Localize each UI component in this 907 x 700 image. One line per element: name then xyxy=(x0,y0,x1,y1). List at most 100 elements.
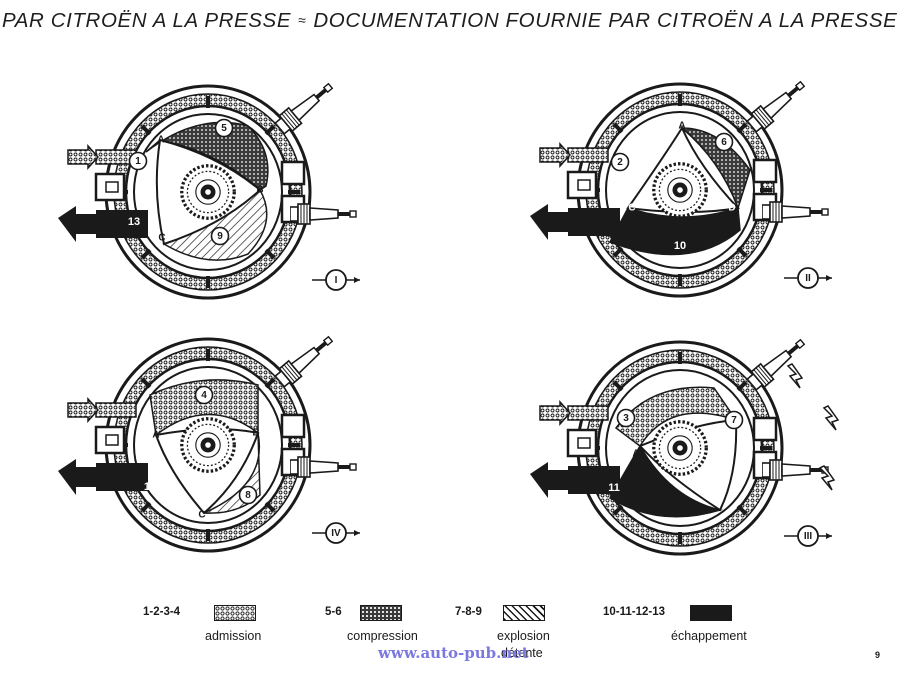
arrow-right-icon xyxy=(826,275,832,281)
step-indicator: III xyxy=(784,525,832,547)
header-left-text: PAR CITROËN A LA PRESSE xyxy=(2,9,292,32)
header-separator: ≈ xyxy=(298,12,307,28)
chamber-number-1: 1 xyxy=(128,151,148,171)
legend-numbers: 10-11-12-13 xyxy=(603,606,666,618)
gear-icon xyxy=(652,162,708,218)
area-number-11: 11 xyxy=(608,482,620,494)
plug-housing-upper xyxy=(752,416,778,442)
chamber-number-1-label: 1 xyxy=(135,156,141,167)
exhaust-port xyxy=(96,463,148,491)
arrow-right-icon xyxy=(354,277,360,283)
spark-plug-lower-icon xyxy=(762,201,829,223)
chamber-number-8: 8 xyxy=(238,485,258,505)
legend-label: compression xyxy=(347,629,418,643)
step-indicator: IV xyxy=(312,522,360,544)
intake-port xyxy=(567,147,609,163)
gear-icon xyxy=(180,164,236,220)
phase-fill-1 xyxy=(608,206,741,256)
phase-fill-0 xyxy=(614,386,738,448)
exhaust-port xyxy=(568,208,620,236)
legend-swatch-dots xyxy=(214,605,256,621)
spark-plug-lower-icon xyxy=(290,203,357,225)
apex-label-A: A xyxy=(152,430,159,441)
page-number: 9 xyxy=(875,650,881,660)
spark-plug-upper-icon xyxy=(744,333,810,393)
chamber-number-5-label: 5 xyxy=(221,123,227,134)
step-number: III xyxy=(804,531,813,542)
legend-swatch-solid xyxy=(690,605,732,621)
phase-fill-0 xyxy=(679,127,751,211)
chamber-number-3: 3 xyxy=(616,408,636,428)
engine-figure-I: A B C 1 5 9 13I xyxy=(58,77,360,300)
chamber-number-2: 2 xyxy=(610,152,630,172)
plug-housing-upper xyxy=(752,158,778,184)
chamber-number-8-label: 8 xyxy=(245,490,251,501)
arrow-right-icon xyxy=(826,533,832,539)
apex-label-A: A xyxy=(632,449,639,460)
chamber-number-3-label: 3 xyxy=(623,413,629,424)
apex-label-C: C xyxy=(198,510,205,521)
chamber-number-2-label: 2 xyxy=(617,157,623,168)
lightning-icon-0 xyxy=(786,363,804,389)
area-number-12: 12 xyxy=(144,481,156,493)
arrow-right-icon xyxy=(354,530,360,536)
legend-numbers: 1-2-3-4 xyxy=(143,606,181,618)
legend-numbers: 7-8-9 xyxy=(455,606,482,618)
header-right-text: DOCUMENTATION FOURNIE PAR CITROËN A LA P… xyxy=(313,9,898,32)
area-number-13: 13 xyxy=(128,216,140,228)
gear-icon xyxy=(180,417,236,473)
exhaust-port xyxy=(96,210,148,238)
spark-plug-upper-icon xyxy=(272,330,338,390)
intake-port xyxy=(567,405,609,421)
chamber-number-4: 4 xyxy=(194,385,214,405)
port-block xyxy=(566,170,598,200)
page-header: PAR CITROËN A LA PRESSE ≈ DOCUMENTATION FO… xyxy=(2,9,902,33)
apex-label-A: A xyxy=(157,135,164,146)
watermark-url: www.auto-pub.net xyxy=(378,644,529,662)
step-number: IV xyxy=(331,528,341,539)
legend-label: admission xyxy=(205,629,262,643)
chamber-number-7-label: 7 xyxy=(731,415,737,426)
spark-plug-lower-icon xyxy=(762,459,829,481)
legend-label: explosion xyxy=(497,629,550,643)
chamber-number-6-label: 6 xyxy=(721,137,727,148)
step-number: I xyxy=(335,275,338,286)
exhaust-arrow-icon xyxy=(58,459,96,495)
plug-housing-upper xyxy=(280,160,306,186)
legend-numbers: 5-6 xyxy=(325,606,342,618)
gear-icon xyxy=(652,420,708,476)
intake-arrow-icon xyxy=(67,144,100,170)
chamber-number-7: 7 xyxy=(724,410,744,430)
apex-label-B: B xyxy=(252,428,259,439)
lightning-icon-2 xyxy=(818,465,836,491)
spark-plug-upper-icon xyxy=(272,77,338,137)
port-block xyxy=(94,172,126,202)
apex-label-A: A xyxy=(678,121,685,132)
exhaust-arrow-icon xyxy=(58,206,96,242)
lightning-icon-1 xyxy=(822,405,840,431)
legend-label-secondary: détente xyxy=(501,646,543,660)
intake-port xyxy=(95,402,137,418)
apex-label-C: C xyxy=(158,233,165,244)
chamber-number-9-label: 9 xyxy=(217,231,223,242)
plug-housing-upper xyxy=(280,413,306,439)
legend-swatch-crosshatch xyxy=(360,605,402,621)
apex-label-C: C xyxy=(628,203,635,214)
chamber-number-5: 5 xyxy=(214,118,234,138)
exhaust-port xyxy=(568,466,620,494)
step-indicator: I xyxy=(312,269,360,291)
engine-figure-III: AC3711III xyxy=(530,333,840,556)
chamber-number-9: 9 xyxy=(210,226,230,246)
step-number: II xyxy=(805,273,811,284)
intake-arrow-icon xyxy=(539,400,572,426)
apex-label-D: D xyxy=(728,203,735,214)
exhaust-arrow-icon xyxy=(530,204,568,240)
legend-label: échappement xyxy=(671,629,747,643)
apex-label-B: B xyxy=(256,185,263,196)
phase-fill-0 xyxy=(145,121,269,191)
intake-arrow-icon xyxy=(67,397,100,423)
chamber-number-6: 6 xyxy=(714,132,734,152)
